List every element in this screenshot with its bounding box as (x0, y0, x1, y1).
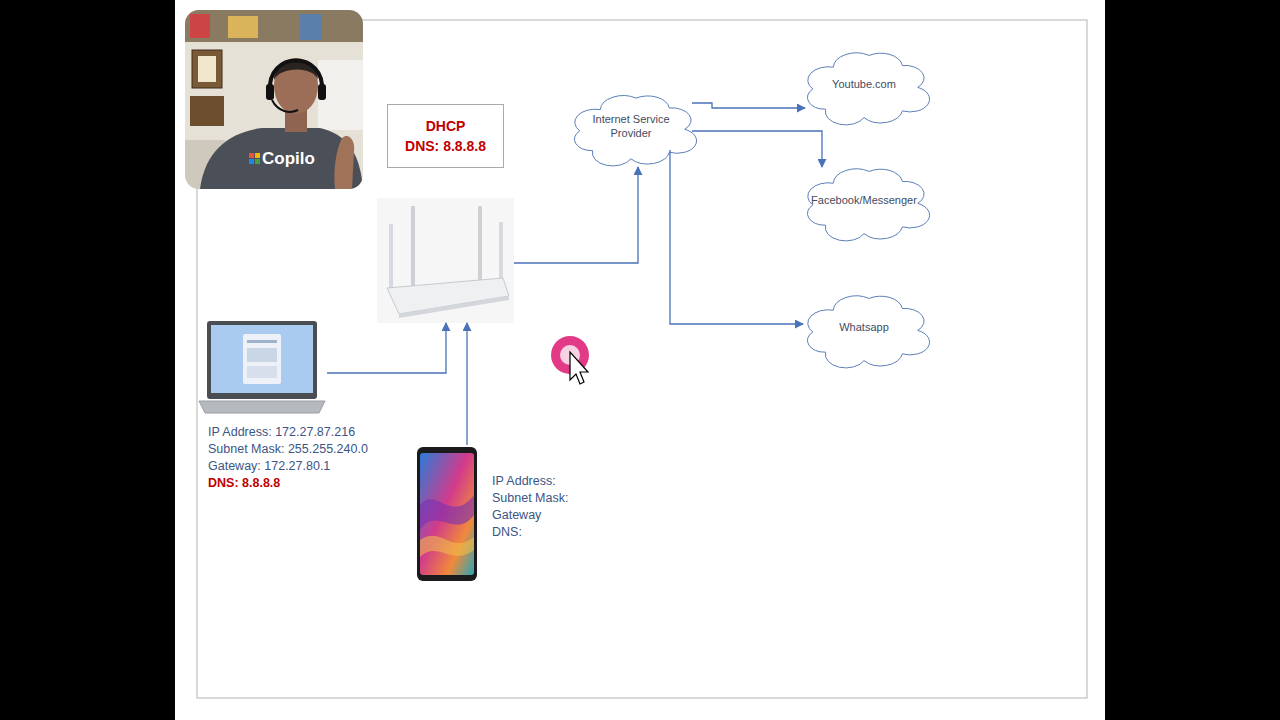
router-backdrop (377, 198, 514, 323)
isp-cloud: Internet Service Provider (567, 85, 695, 167)
address-line: IP Address: (492, 473, 568, 490)
router-antenna (389, 224, 393, 290)
connector-arrow (692, 131, 822, 167)
webcam-shelf-item (190, 14, 210, 38)
webcam-frame (192, 50, 222, 88)
webcam-logo (255, 153, 260, 158)
address-line: DNS: (492, 524, 568, 541)
phone-wallpaper-stripe (420, 495, 474, 530)
service-cloud: Youtube.com (800, 42, 928, 126)
mouse-pointer (570, 352, 588, 384)
cloud-text-holder: Whatsapp (800, 285, 928, 369)
address-line: IP Address: 172.27.87.216 (208, 424, 368, 441)
cloud-outline (567, 85, 695, 167)
shirt-logo-text: Copilo (262, 149, 315, 169)
webcam-shelf-item (300, 14, 322, 40)
cloud-text-holder: Internet Service Provider (567, 85, 695, 167)
phone-wallpaper-stripe (420, 536, 474, 557)
webcam-person-hand (334, 136, 354, 189)
dhcp-settings-box: DHCPDNS: 8.8.8.8 (387, 104, 504, 168)
box-heading: DHCP (426, 116, 466, 136)
webcam-logo (249, 159, 254, 164)
laptop-start-menu (243, 334, 281, 384)
laptop-start-menu-grid (247, 366, 277, 378)
phone-body (417, 447, 477, 581)
router-body-edge (399, 296, 509, 318)
router-node-illustration (377, 198, 514, 323)
webcam-headset-mic (272, 100, 298, 112)
connector-arrow (692, 103, 805, 108)
connector-arrow (327, 323, 446, 373)
cloud-text-column: Facebook/Messenger (804, 193, 924, 207)
webcam-overlay (185, 10, 363, 189)
laptop-screen (211, 325, 313, 393)
webcam-headset (318, 84, 326, 100)
webcam-logo (255, 159, 260, 164)
cloud-label: Facebook/Messenger (804, 193, 924, 207)
webcam-headset (270, 61, 322, 93)
address-line: Gateway (492, 507, 568, 524)
address-line: Subnet Mask: (492, 490, 568, 507)
cloud-text-column: Internet Service Provider (585, 112, 677, 140)
address-line: DNS: 8.8.8.8 (208, 475, 368, 492)
cloud-label: Whatsapp (809, 320, 919, 334)
cloud-text-holder: Youtube.com (800, 42, 928, 126)
box-value: DNS: 8.8.8.8 (405, 136, 486, 156)
laptop-node: IP Address: 172.27.87.216Subnet Mask: 25… (197, 318, 327, 415)
laptop-bezel (207, 321, 317, 399)
address-info: IP Address:Subnet Mask:GatewayDNS: (492, 473, 568, 541)
webcam-shelf-item (228, 16, 258, 38)
laptop-start-menu-row (247, 340, 277, 343)
address-line: Subnet Mask: 255.255.240.0 (208, 441, 368, 458)
webcam-headset (266, 84, 274, 100)
cloud-text-column: Youtube.com (809, 77, 919, 91)
webcam-wall (185, 10, 363, 189)
connector-arrow (670, 150, 803, 324)
laptop-start-menu-grid (247, 348, 277, 362)
cloud-shape (574, 96, 696, 166)
cloud-label: Internet Service Provider (585, 112, 677, 140)
router-node (377, 198, 514, 323)
router-antenna (499, 222, 503, 282)
phone-node-illustration (411, 445, 483, 583)
service-cloud: Whatsapp (800, 285, 928, 369)
webcam-frame (198, 56, 216, 82)
cloud-text-holder: Facebook/Messenger (800, 158, 928, 242)
connector-arrow (466, 323, 467, 445)
cloud-label: Youtube.com (809, 77, 919, 91)
address-line: Gateway: 172.27.80.1 (208, 458, 368, 475)
connector-arrow (514, 167, 638, 263)
webcam-logo (249, 153, 254, 158)
router-antenna (478, 206, 482, 282)
webcam-frame (190, 96, 224, 126)
cloud-text-column: Whatsapp (809, 320, 919, 334)
laptop-node-illustration (197, 318, 327, 415)
cursor-highlight (551, 336, 589, 384)
webcam-person-shirt (200, 128, 363, 189)
laptop-base (199, 401, 325, 413)
phone-node: IP Address:Subnet Mask:GatewayDNS: (411, 445, 483, 583)
cloud-shape (807, 53, 929, 125)
webcam-shelf (185, 10, 363, 42)
webcam-whiteboard (318, 60, 363, 130)
address-info: IP Address: 172.27.87.216Subnet Mask: 25… (208, 424, 368, 492)
phone-screen (420, 453, 474, 575)
cloud-shape (807, 296, 929, 368)
router-antenna (411, 206, 415, 286)
service-cloud: Facebook/Messenger (800, 158, 928, 242)
page-frame (197, 20, 1087, 698)
